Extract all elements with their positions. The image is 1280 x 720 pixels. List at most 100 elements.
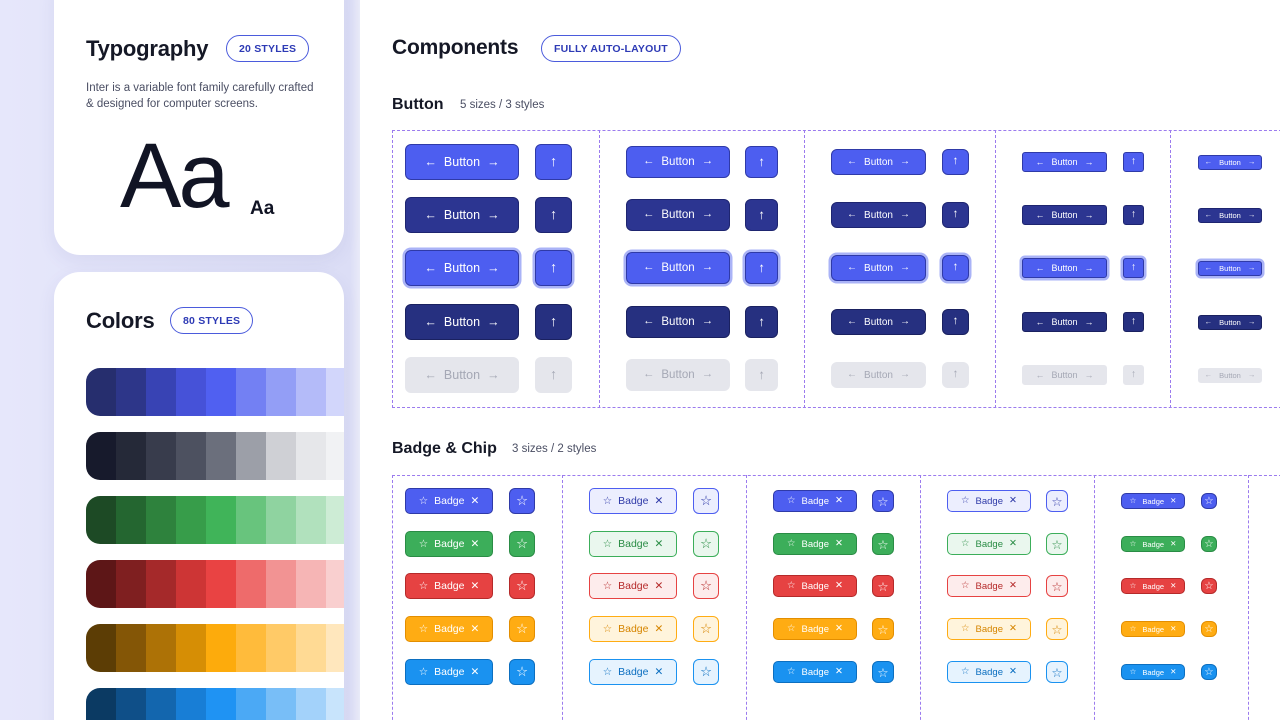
close-icon[interactable]: ✕ [654,494,664,507]
arrow-left-icon: ← [1204,317,1213,327]
chip[interactable]: ☆ [1046,490,1068,512]
close-icon[interactable]: ✕ [1009,623,1017,635]
chip[interactable]: ☆ [1201,493,1217,509]
close-icon[interactable]: ✕ [654,665,664,678]
icon-button[interactable]: ↑ [535,250,572,286]
icon-button[interactable]: ↑ [1123,152,1144,172]
button[interactable]: ←Button→ [405,250,519,286]
chip[interactable]: ☆ [1046,575,1068,597]
icon-button[interactable]: ↑ [1123,365,1144,385]
icon-button[interactable]: ↑ [745,146,778,178]
arrow-right-icon: → [1084,316,1094,327]
button[interactable]: ←Button→ [626,359,730,391]
chip[interactable]: ☆ [1046,618,1068,640]
button[interactable]: ←Button→ [405,357,519,393]
icon-button[interactable]: ↑ [942,255,969,281]
chip[interactable]: ☆ [509,488,535,514]
badge: ☆Badge✕ [773,490,857,512]
color-swatch [86,496,116,544]
button[interactable]: ←Button→ [831,149,926,175]
button[interactable]: ←Button→ [1022,258,1107,278]
badge: ☆Badge✕ [405,488,493,514]
icon-button[interactable]: ↑ [942,362,969,388]
close-icon[interactable]: ✕ [835,538,843,550]
close-icon[interactable]: ✕ [470,665,480,678]
button[interactable]: ←Button→ [831,309,926,335]
icon-button[interactable]: ↑ [745,359,778,391]
chip[interactable]: ☆ [1046,533,1068,555]
chip[interactable]: ☆ [1046,661,1068,683]
button[interactable]: ←Button→ [1198,367,1262,383]
close-icon[interactable]: ✕ [470,579,480,592]
icon-button[interactable]: ↑ [942,202,969,228]
chip[interactable]: ☆ [693,488,719,514]
close-icon[interactable]: ✕ [470,494,480,507]
close-icon[interactable]: ✕ [654,579,664,592]
close-icon[interactable]: ✕ [835,495,843,507]
icon-button[interactable]: ↑ [1123,312,1144,332]
chip[interactable]: ☆ [509,616,535,642]
button[interactable]: ←Button→ [405,197,519,233]
close-icon[interactable]: ✕ [835,623,843,635]
button[interactable]: ←Button→ [405,144,519,180]
chip[interactable]: ☆ [872,618,894,640]
button[interactable]: ←Button→ [1022,365,1107,385]
chip[interactable]: ☆ [1201,621,1217,637]
chip[interactable]: ☆ [693,616,719,642]
icon-button[interactable]: ↑ [535,197,572,233]
chip[interactable]: ☆ [693,659,719,685]
icon-button[interactable]: ↑ [942,309,969,335]
chip[interactable]: ☆ [1201,536,1217,552]
chip[interactable]: ☆ [693,573,719,599]
icon-button[interactable]: ↑ [745,252,778,284]
icon-button[interactable]: ↑ [535,144,572,180]
icon-button[interactable]: ↑ [745,306,778,338]
icon-button[interactable]: ↑ [535,304,572,340]
close-icon[interactable]: ✕ [835,580,843,592]
chip[interactable]: ☆ [872,490,894,512]
icon-button[interactable]: ↑ [1123,205,1144,225]
close-icon[interactable]: ✕ [1009,580,1017,592]
button[interactable]: ←Button→ [405,304,519,340]
chip[interactable]: ☆ [509,531,535,557]
close-icon[interactable]: ✕ [1009,666,1017,678]
button[interactable]: ←Button→ [626,252,730,284]
button[interactable]: ←Button→ [831,202,926,228]
button[interactable]: ←Button→ [1198,207,1262,223]
button[interactable]: ←Button→ [626,306,730,338]
close-icon[interactable]: ✕ [1170,624,1177,634]
close-icon[interactable]: ✕ [835,666,843,678]
close-icon[interactable]: ✕ [1009,495,1017,507]
close-icon[interactable]: ✕ [654,537,664,550]
chip[interactable]: ☆ [872,661,894,683]
button[interactable]: ←Button→ [1022,312,1107,332]
close-icon[interactable]: ✕ [1170,581,1177,591]
button[interactable]: ←Button→ [626,199,730,231]
close-icon[interactable]: ✕ [1170,496,1177,506]
button[interactable]: ←Button→ [626,146,730,178]
button[interactable]: ←Button→ [1198,154,1262,170]
button[interactable]: ←Button→ [831,255,926,281]
icon-button[interactable]: ↑ [535,357,572,393]
close-icon[interactable]: ✕ [1170,539,1177,549]
chip[interactable]: ☆ [1201,664,1217,680]
chip[interactable]: ☆ [872,533,894,555]
chip[interactable]: ☆ [872,575,894,597]
close-icon[interactable]: ✕ [1009,538,1017,550]
close-icon[interactable]: ✕ [470,622,480,635]
button[interactable]: ←Button→ [1022,205,1107,225]
close-icon[interactable]: ✕ [654,622,664,635]
button[interactable]: ←Button→ [1198,260,1262,276]
chip[interactable]: ☆ [693,531,719,557]
button[interactable]: ←Button→ [831,362,926,388]
chip[interactable]: ☆ [1201,578,1217,594]
button[interactable]: ←Button→ [1022,152,1107,172]
icon-button[interactable]: ↑ [745,199,778,231]
close-icon[interactable]: ✕ [470,537,480,550]
icon-button[interactable]: ↑ [1123,258,1144,278]
button[interactable]: ←Button→ [1198,314,1262,330]
chip[interactable]: ☆ [509,659,535,685]
close-icon[interactable]: ✕ [1170,667,1177,677]
chip[interactable]: ☆ [509,573,535,599]
icon-button[interactable]: ↑ [942,149,969,175]
